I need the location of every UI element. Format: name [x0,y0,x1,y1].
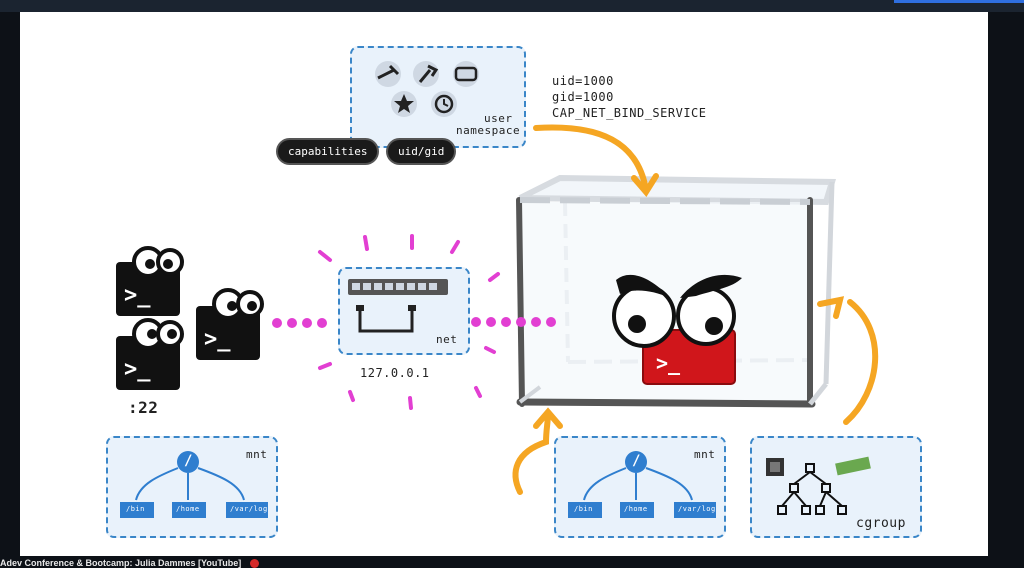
net-label: net [436,333,458,346]
namespace-label: namespace [456,124,521,137]
wrench-icon [418,64,439,83]
mnt-dir-home-left: /home [176,505,200,513]
mnt-label-left: mnt [246,448,268,461]
svg-text:>_: >_ [204,327,231,352]
mnt-label-right: mnt [694,448,716,461]
uid-text: uid=1000 [552,74,614,88]
star-icon [394,94,414,113]
cap-text: CAP_NET_BIND_SERVICE [552,106,707,120]
mnt-dir-home-right: /home [624,505,648,513]
capabilities-pill: capabilities [276,138,380,165]
uid-gid-pill: uid/gid [386,138,457,165]
wand-icon [377,64,400,80]
port-label: :22 [128,398,159,417]
mnt-root-right: / [632,453,641,469]
terminal-character-1: >_ [116,246,184,316]
slide-drawing: >_ [272,124,879,495]
svg-text:>_: >_ [124,357,151,382]
mnt-namespace-box-right: / /bin /home /var/log mnt [554,436,726,538]
mnt-root-left: / [184,453,193,469]
clock-icon [434,94,454,114]
window-top-bar [0,0,1024,12]
mnt-dir-varlog-left: /var/log [230,505,268,513]
network-rays [318,234,500,410]
switch-icon [348,279,448,333]
svg-text:>_: >_ [656,351,681,375]
terminal-character-3: >_ [196,288,264,360]
mnt-dir-bin-right: /bin [574,505,593,513]
gid-text: gid=1000 [552,90,614,104]
video-caption: Adev Conference & Bootcamp: Julia Dammes… [0,558,242,568]
mnt-tree-right [568,451,716,518]
cgroup-label: cgroup [856,516,906,531]
loopback-cable [358,309,414,333]
mnt-dir-varlog-right: /var/log [678,505,716,513]
container-face: >_ [612,274,742,385]
net-namespace-box: net [338,267,470,355]
mnt-tree-left [120,451,268,518]
cgroup-icons [766,456,871,515]
memory-icon [835,456,871,476]
ip-label: 127.0.0.1 [360,366,430,380]
cgroup-box: cgroup [750,436,922,538]
user-namespace-box: user namespace [350,46,526,148]
record-indicator-icon [250,559,259,568]
camera-icon [454,66,478,82]
top-bar-accent [894,0,1024,3]
svg-text:>_: >_ [124,283,151,308]
terminal-character-2: >_ [116,318,184,390]
capability-icons [375,61,479,117]
network-dots [272,317,556,328]
slide-canvas: >_ [20,12,988,556]
orange-arrows [512,124,879,495]
mnt-namespace-box-left: / /bin /home /var/log mnt [106,436,278,538]
user-label: user [484,112,513,125]
mnt-dir-bin-left: /bin [126,505,145,513]
